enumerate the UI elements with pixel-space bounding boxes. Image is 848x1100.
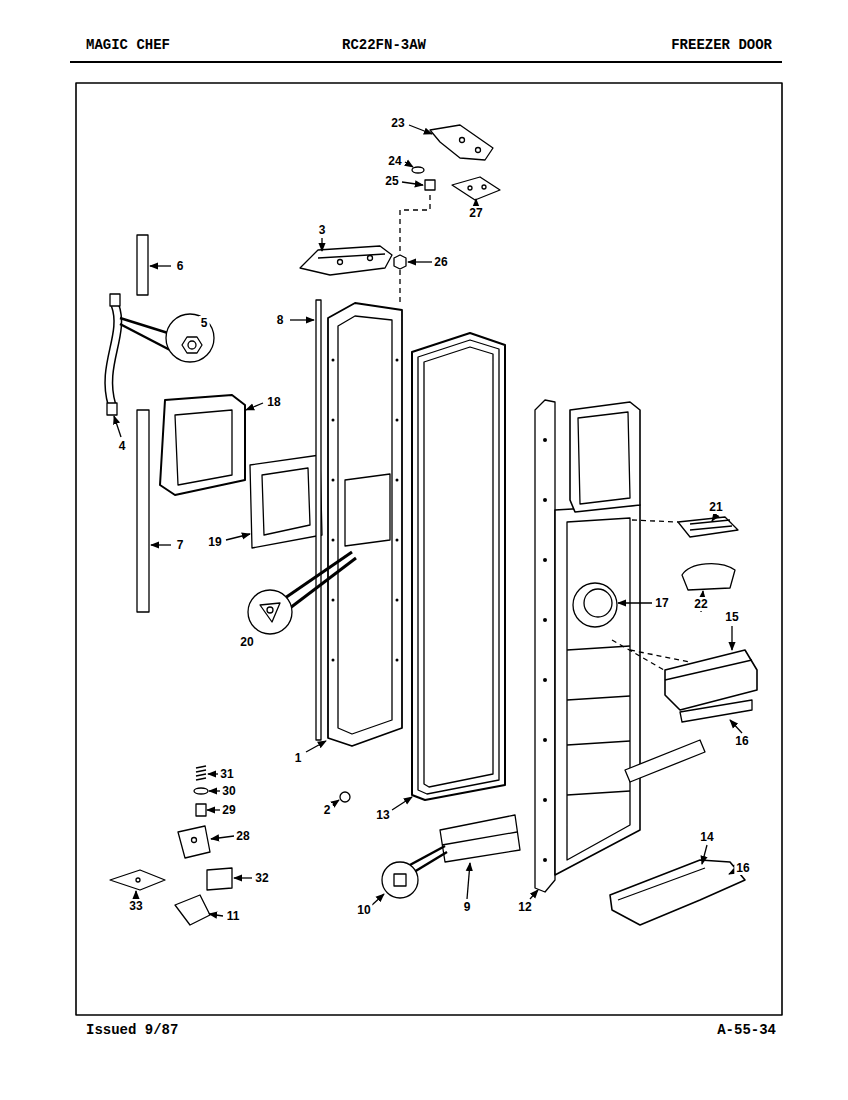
header-text: RC22FN-3AW <box>340 37 428 53</box>
callout-number: 8 <box>275 313 286 327</box>
callout-number: 3 <box>317 223 328 237</box>
callout-number: 10 <box>355 903 372 917</box>
callout-number: 18 <box>265 395 282 409</box>
header-rule <box>70 61 782 63</box>
footer-text: A-55-34 <box>715 1022 778 1038</box>
callout-number: 12 <box>516 900 533 914</box>
dispenser-housing <box>160 395 322 548</box>
callout-number: 30 <box>220 784 237 798</box>
callout-number: 20 <box>238 635 255 649</box>
callout-number: 4 <box>117 439 128 453</box>
callout-number: 25 <box>383 174 400 188</box>
callout-number: 2 <box>322 803 333 817</box>
callout-number: 21 <box>707 500 724 514</box>
bins <box>610 517 757 925</box>
header-text: MAGIC CHEF <box>84 37 172 53</box>
callout-number: 19 <box>206 535 223 549</box>
callout-number: 15 <box>723 610 740 624</box>
callout-number: 22 <box>692 597 709 611</box>
callout-number: 5 <box>199 316 210 330</box>
callout-number: 33 <box>127 899 144 913</box>
callout-number: 11 <box>225 909 242 923</box>
frame <box>76 83 782 1015</box>
callout-number: 31 <box>218 767 235 781</box>
callout-number: 9 <box>462 900 473 914</box>
leader-lines <box>114 125 742 916</box>
callout-number: 17 <box>653 596 670 610</box>
callout-number: 6 <box>175 259 186 273</box>
lower-parts <box>110 766 520 925</box>
callout-number: 1 <box>293 751 304 765</box>
callout-number: 32 <box>253 871 270 885</box>
callout-number: 26 <box>432 255 449 269</box>
callout-number: 27 <box>467 206 484 220</box>
callout-number: 28 <box>234 829 251 843</box>
callout-number: 16 <box>733 734 750 748</box>
callout-number: 13 <box>374 808 391 822</box>
callout-number: 14 <box>698 830 715 844</box>
hinge-parts <box>300 125 500 305</box>
callout-number: 23 <box>389 116 406 130</box>
header-text: FREEZER DOOR <box>669 37 774 53</box>
callout-number: 24 <box>386 154 403 168</box>
door-panel <box>248 300 402 802</box>
callout-number: 29 <box>220 803 237 817</box>
gasket <box>412 333 505 800</box>
footer-text: Issued 9/87 <box>84 1022 180 1038</box>
callout-number: 7 <box>175 538 186 552</box>
door-liner <box>535 400 705 892</box>
callout-number: 16 <box>734 861 751 875</box>
